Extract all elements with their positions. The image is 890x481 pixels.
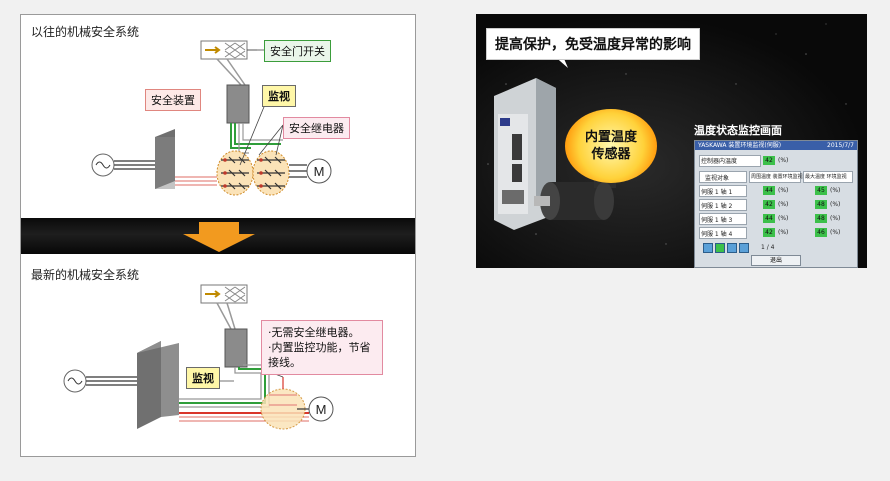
down-arrow-icon — [183, 222, 255, 252]
wiring-diagram: M M — [63, 40, 334, 430]
comparison-panel: M M — [20, 14, 416, 457]
unit-label: (%) — [778, 157, 789, 164]
brand-logo: YASKAWA — [698, 142, 727, 149]
axis-name: 伺服 1 轴 1 — [701, 189, 733, 196]
unit-label: (%) — [778, 229, 789, 236]
axis-max: 48 — [815, 200, 827, 209]
page-button[interactable] — [739, 243, 749, 253]
unit-label: (%) — [778, 201, 789, 208]
col-target: 监视对象 — [705, 175, 730, 182]
note-line: 接线。 — [268, 356, 301, 369]
monitor-screen: YASKAWA 装置环境监视(伺服) 2015/7/7 控制器内温度 42 (%… — [694, 140, 858, 268]
safety-device-box — [226, 84, 250, 124]
unit-label: (%) — [778, 187, 789, 194]
axis-max: 46 — [815, 228, 827, 237]
monitor-screen-title: 温度状态监控画面 — [694, 124, 782, 137]
servo-drive-image — [494, 78, 556, 230]
door-switch-graphic — [200, 40, 257, 60]
safety-relay-label: 安全继电器 — [283, 117, 350, 139]
motor-label-new: M — [316, 402, 327, 417]
headline-callout: 提高保护，免受温度异常的影响 — [486, 28, 700, 60]
unit-label: (%) — [830, 215, 841, 222]
note-line: ·内置监控功能，节省 — [268, 341, 371, 354]
controller-temp-value: 42 — [763, 156, 775, 165]
screen-header-title: 装置环境监视(伺服) — [728, 142, 782, 149]
exit-button[interactable]: 退出 — [751, 255, 801, 266]
axis-current: 44 — [763, 186, 775, 195]
controller-block-new — [137, 341, 161, 429]
axis-current: 42 — [763, 228, 775, 237]
axis-max: 45 — [815, 186, 827, 195]
safety-device-box-new — [224, 328, 248, 368]
axis-max: 48 — [815, 214, 827, 223]
screen-date: 2015/7/7 — [827, 142, 854, 149]
page-indicator: 1 / 4 — [761, 244, 775, 251]
door-switch-label: 安全门开关 — [264, 40, 331, 62]
monitor-label: 监视 — [262, 85, 296, 107]
page-button[interactable] — [703, 243, 713, 253]
controller-temp-label: 控制器内温度 — [701, 158, 738, 165]
transition-band — [21, 218, 415, 254]
screen-header: YASKAWA 装置环境监视(伺服) 2015/7/7 — [695, 141, 857, 150]
sensor-callout: 内置温度传感器 — [565, 109, 657, 183]
motor-label: M — [314, 164, 325, 179]
note-line: ·无需安全继电器。 — [268, 326, 360, 339]
new-system-title: 最新的机械安全系统 — [31, 268, 140, 282]
sensor-label: 内置温度传感器 — [584, 130, 637, 162]
axis-current: 42 — [763, 200, 775, 209]
old-system-title: 以往的机械安全系统 — [31, 25, 140, 39]
col-current: 周围温度 装置环境监视 — [751, 174, 803, 180]
motor-icon-new — [308, 396, 334, 422]
axis-current: 44 — [763, 214, 775, 223]
page-button[interactable] — [715, 243, 725, 253]
monitor-label-new: 监视 — [186, 367, 220, 389]
unit-label: (%) — [778, 215, 789, 222]
door-switch-graphic-new — [200, 284, 248, 304]
safety-device-label: 安全装置 — [145, 89, 201, 111]
axis-name: 伺服 1 轴 3 — [701, 217, 733, 224]
unit-label: (%) — [830, 201, 841, 208]
benefits-note: ·无需安全继电器。 ·内置监控功能，节省 接线。 — [261, 320, 383, 375]
unit-label: (%) — [830, 229, 841, 236]
page-button[interactable] — [727, 243, 737, 253]
axis-name: 伺服 1 轴 2 — [701, 203, 733, 210]
motor-icon — [306, 158, 332, 184]
col-max: 最大温度 环境监视 — [805, 174, 847, 180]
axis-name: 伺服 1 轴 4 — [701, 231, 733, 238]
temperature-monitor-panel: 提高保护，免受温度异常的影响 内置温度传感器 温度状态监控画面 YASKAWA … — [476, 14, 867, 268]
unit-label: (%) — [830, 187, 841, 194]
